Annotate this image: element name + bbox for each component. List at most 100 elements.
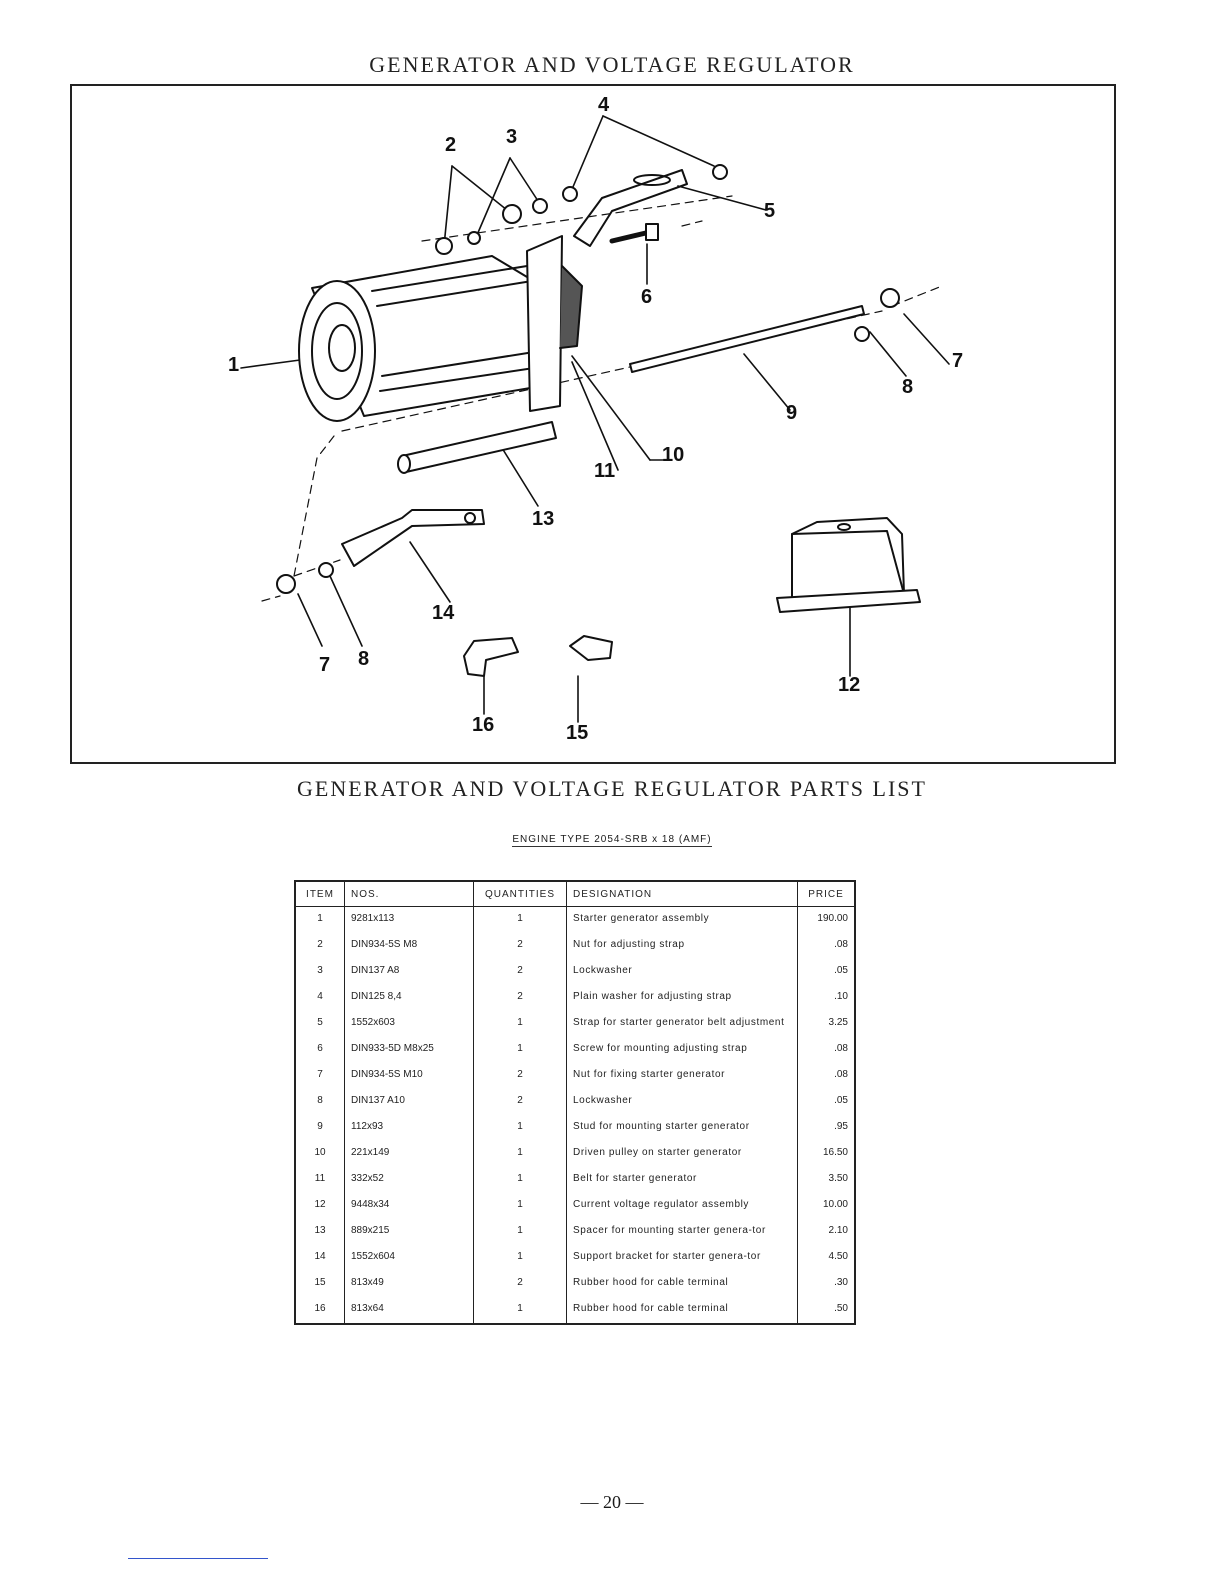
cell-nos: 332x52	[344, 1167, 474, 1193]
callout-15: 15	[566, 722, 589, 744]
col-nos: NOS.	[344, 881, 474, 907]
cell-quantity: 1	[473, 1115, 567, 1141]
cell-price: .10	[797, 985, 856, 1011]
cell-nos: 813x49	[344, 1271, 474, 1297]
cell-price: 10.00	[797, 1193, 856, 1219]
col-price: PRICE	[797, 881, 856, 907]
col-item: ITEM	[294, 881, 345, 907]
parts-list-table: ITEM NOS. QUANTITIES DESIGNATION PRICE 1…	[294, 880, 856, 1325]
cell-quantity: 2	[473, 1271, 567, 1297]
cell-price: .08	[797, 1063, 856, 1089]
cell-designation: Nut for adjusting strap	[566, 933, 798, 959]
cell-designation: Plain washer for adjusting strap	[566, 985, 798, 1011]
cell-designation: Support bracket for starter genera-tor	[566, 1245, 798, 1271]
mounting-stud	[629, 305, 865, 373]
callout-9: 9	[786, 402, 798, 424]
cell-item: 15	[294, 1271, 345, 1297]
cell-price: .05	[797, 959, 856, 985]
cell-item: 5	[294, 1011, 345, 1037]
cell-designation: Stud for mounting starter generator	[566, 1115, 798, 1141]
starter-generator-assembly	[298, 235, 583, 422]
col-quantities: QUANTITIES	[473, 881, 567, 907]
cell-quantity: 1	[473, 1167, 567, 1193]
cell-nos: 1552x604	[344, 1245, 474, 1271]
cell-price: .08	[797, 1037, 856, 1063]
table-header-row: ITEM NOS. QUANTITIES DESIGNATION PRICE	[294, 881, 856, 907]
spacer-tube	[397, 421, 557, 474]
cell-designation: Strap for starter generator belt adjustm…	[566, 1011, 798, 1037]
adjusting-strap	[573, 169, 688, 247]
page-number: — 20 —	[580, 1492, 644, 1512]
cell-quantity: 1	[473, 1193, 567, 1219]
cell-item: 2	[294, 933, 345, 959]
cell-quantity: 2	[473, 959, 567, 985]
support-bracket	[341, 509, 485, 567]
cell-quantity: 1	[473, 1219, 567, 1245]
cell-price: 3.50	[797, 1167, 856, 1193]
cell-price: 3.25	[797, 1011, 856, 1037]
callout-8-lower: 8	[358, 648, 370, 670]
cell-item: 14	[294, 1245, 345, 1271]
cell-designation: Rubber hood for cable terminal	[566, 1271, 798, 1297]
col-designation: DESIGNATION	[566, 881, 798, 907]
cell-price: 4.50	[797, 1245, 856, 1271]
page-title: GENERATOR AND VOLTAGE REGULATOR	[369, 52, 855, 77]
leader-lines	[240, 115, 950, 723]
cell-designation: Nut for fixing starter generator	[566, 1063, 798, 1089]
cell-item: 9	[294, 1115, 345, 1141]
mounting-screw	[609, 223, 659, 244]
cell-price: 190.00	[797, 906, 856, 933]
cell-nos: DIN125 8,4	[344, 985, 474, 1011]
rubber-hoods	[463, 635, 613, 677]
diagram-drawing	[240, 115, 950, 723]
parts-list-title: GENERATOR AND VOLTAGE REGULATOR PARTS LI…	[297, 776, 927, 801]
cell-quantity: 1	[473, 1297, 567, 1324]
cell-price: 16.50	[797, 1141, 856, 1167]
cell-quantity: 2	[473, 1089, 567, 1115]
cell-nos: DIN137 A10	[344, 1089, 474, 1115]
callout-14: 14	[432, 602, 455, 624]
callout-12: 12	[838, 674, 861, 696]
callout-10: 10	[662, 444, 685, 466]
cell-nos: DIN934-5S M8	[344, 933, 474, 959]
cell-item: 7	[294, 1063, 345, 1089]
exploded-parts-diagram: 1 2 3 4 5 6 7 8 9 10 11 12 13 14 7 8 16 …	[70, 84, 1116, 764]
cell-item: 8	[294, 1089, 345, 1115]
cell-quantity: 1	[473, 906, 567, 933]
footer-rule	[128, 1558, 268, 1559]
callout-4: 4	[598, 94, 610, 116]
cell-nos: 813x64	[344, 1297, 474, 1324]
cell-designation: Starter generator assembly	[566, 906, 798, 933]
cell-item: 13	[294, 1219, 345, 1245]
cell-designation: Spacer for mounting starter genera-tor	[566, 1219, 798, 1245]
callout-16: 16	[472, 714, 495, 736]
cell-designation: Driven pulley on starter generator	[566, 1141, 798, 1167]
cell-price: .30	[797, 1271, 856, 1297]
cell-designation: Current voltage regulator assembly	[566, 1193, 798, 1219]
cell-item: 16	[294, 1297, 345, 1324]
cell-price: .50	[797, 1297, 856, 1324]
callout-13: 13	[532, 508, 555, 530]
cell-quantity: 2	[473, 933, 567, 959]
cell-designation: Rubber hood for cable terminal	[566, 1297, 798, 1324]
cell-designation: Screw for mounting adjusting strap	[566, 1037, 798, 1063]
cell-nos: 9281x113	[344, 906, 474, 933]
cell-quantity: 1	[473, 1141, 567, 1167]
cell-price: .08	[797, 933, 856, 959]
callout-3: 3	[506, 126, 518, 148]
cell-nos: DIN933-5D M8x25	[344, 1037, 474, 1063]
cell-nos: 1552x603	[344, 1011, 474, 1037]
cell-designation: Lockwasher	[566, 959, 798, 985]
cell-item: 3	[294, 959, 345, 985]
callout-6: 6	[641, 286, 653, 308]
cell-quantity: 1	[473, 1245, 567, 1271]
cell-item: 1	[294, 906, 345, 933]
cell-nos: 112x93	[344, 1115, 474, 1141]
